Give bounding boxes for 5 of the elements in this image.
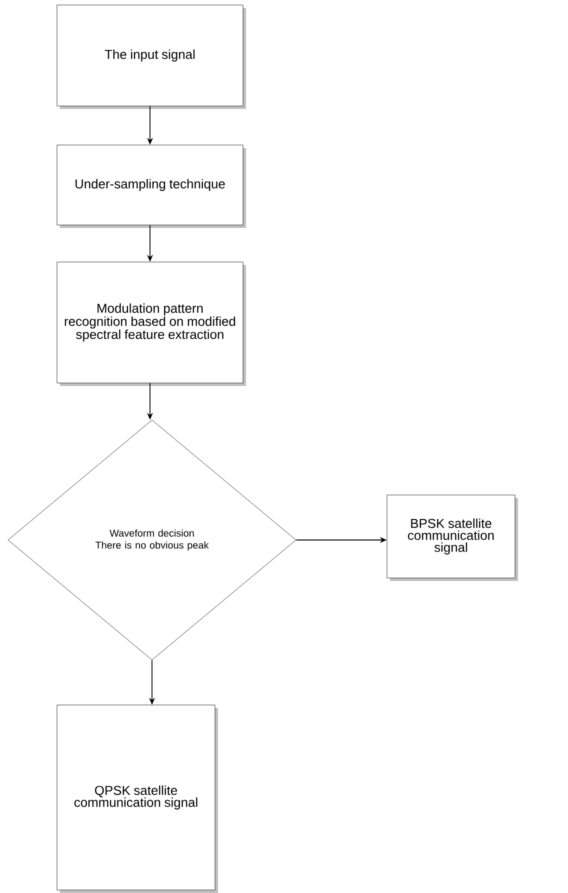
process-box: Under-sampling technique [56,144,244,226]
process-box: Modulation pattern recognition based on modified spectral feature extraction [56,262,244,384]
process-box: BPSK satellite communication signal [386,494,516,578]
process-box: The input signal [56,4,244,106]
process-box: QPSK satellite communication signal [56,704,216,890]
